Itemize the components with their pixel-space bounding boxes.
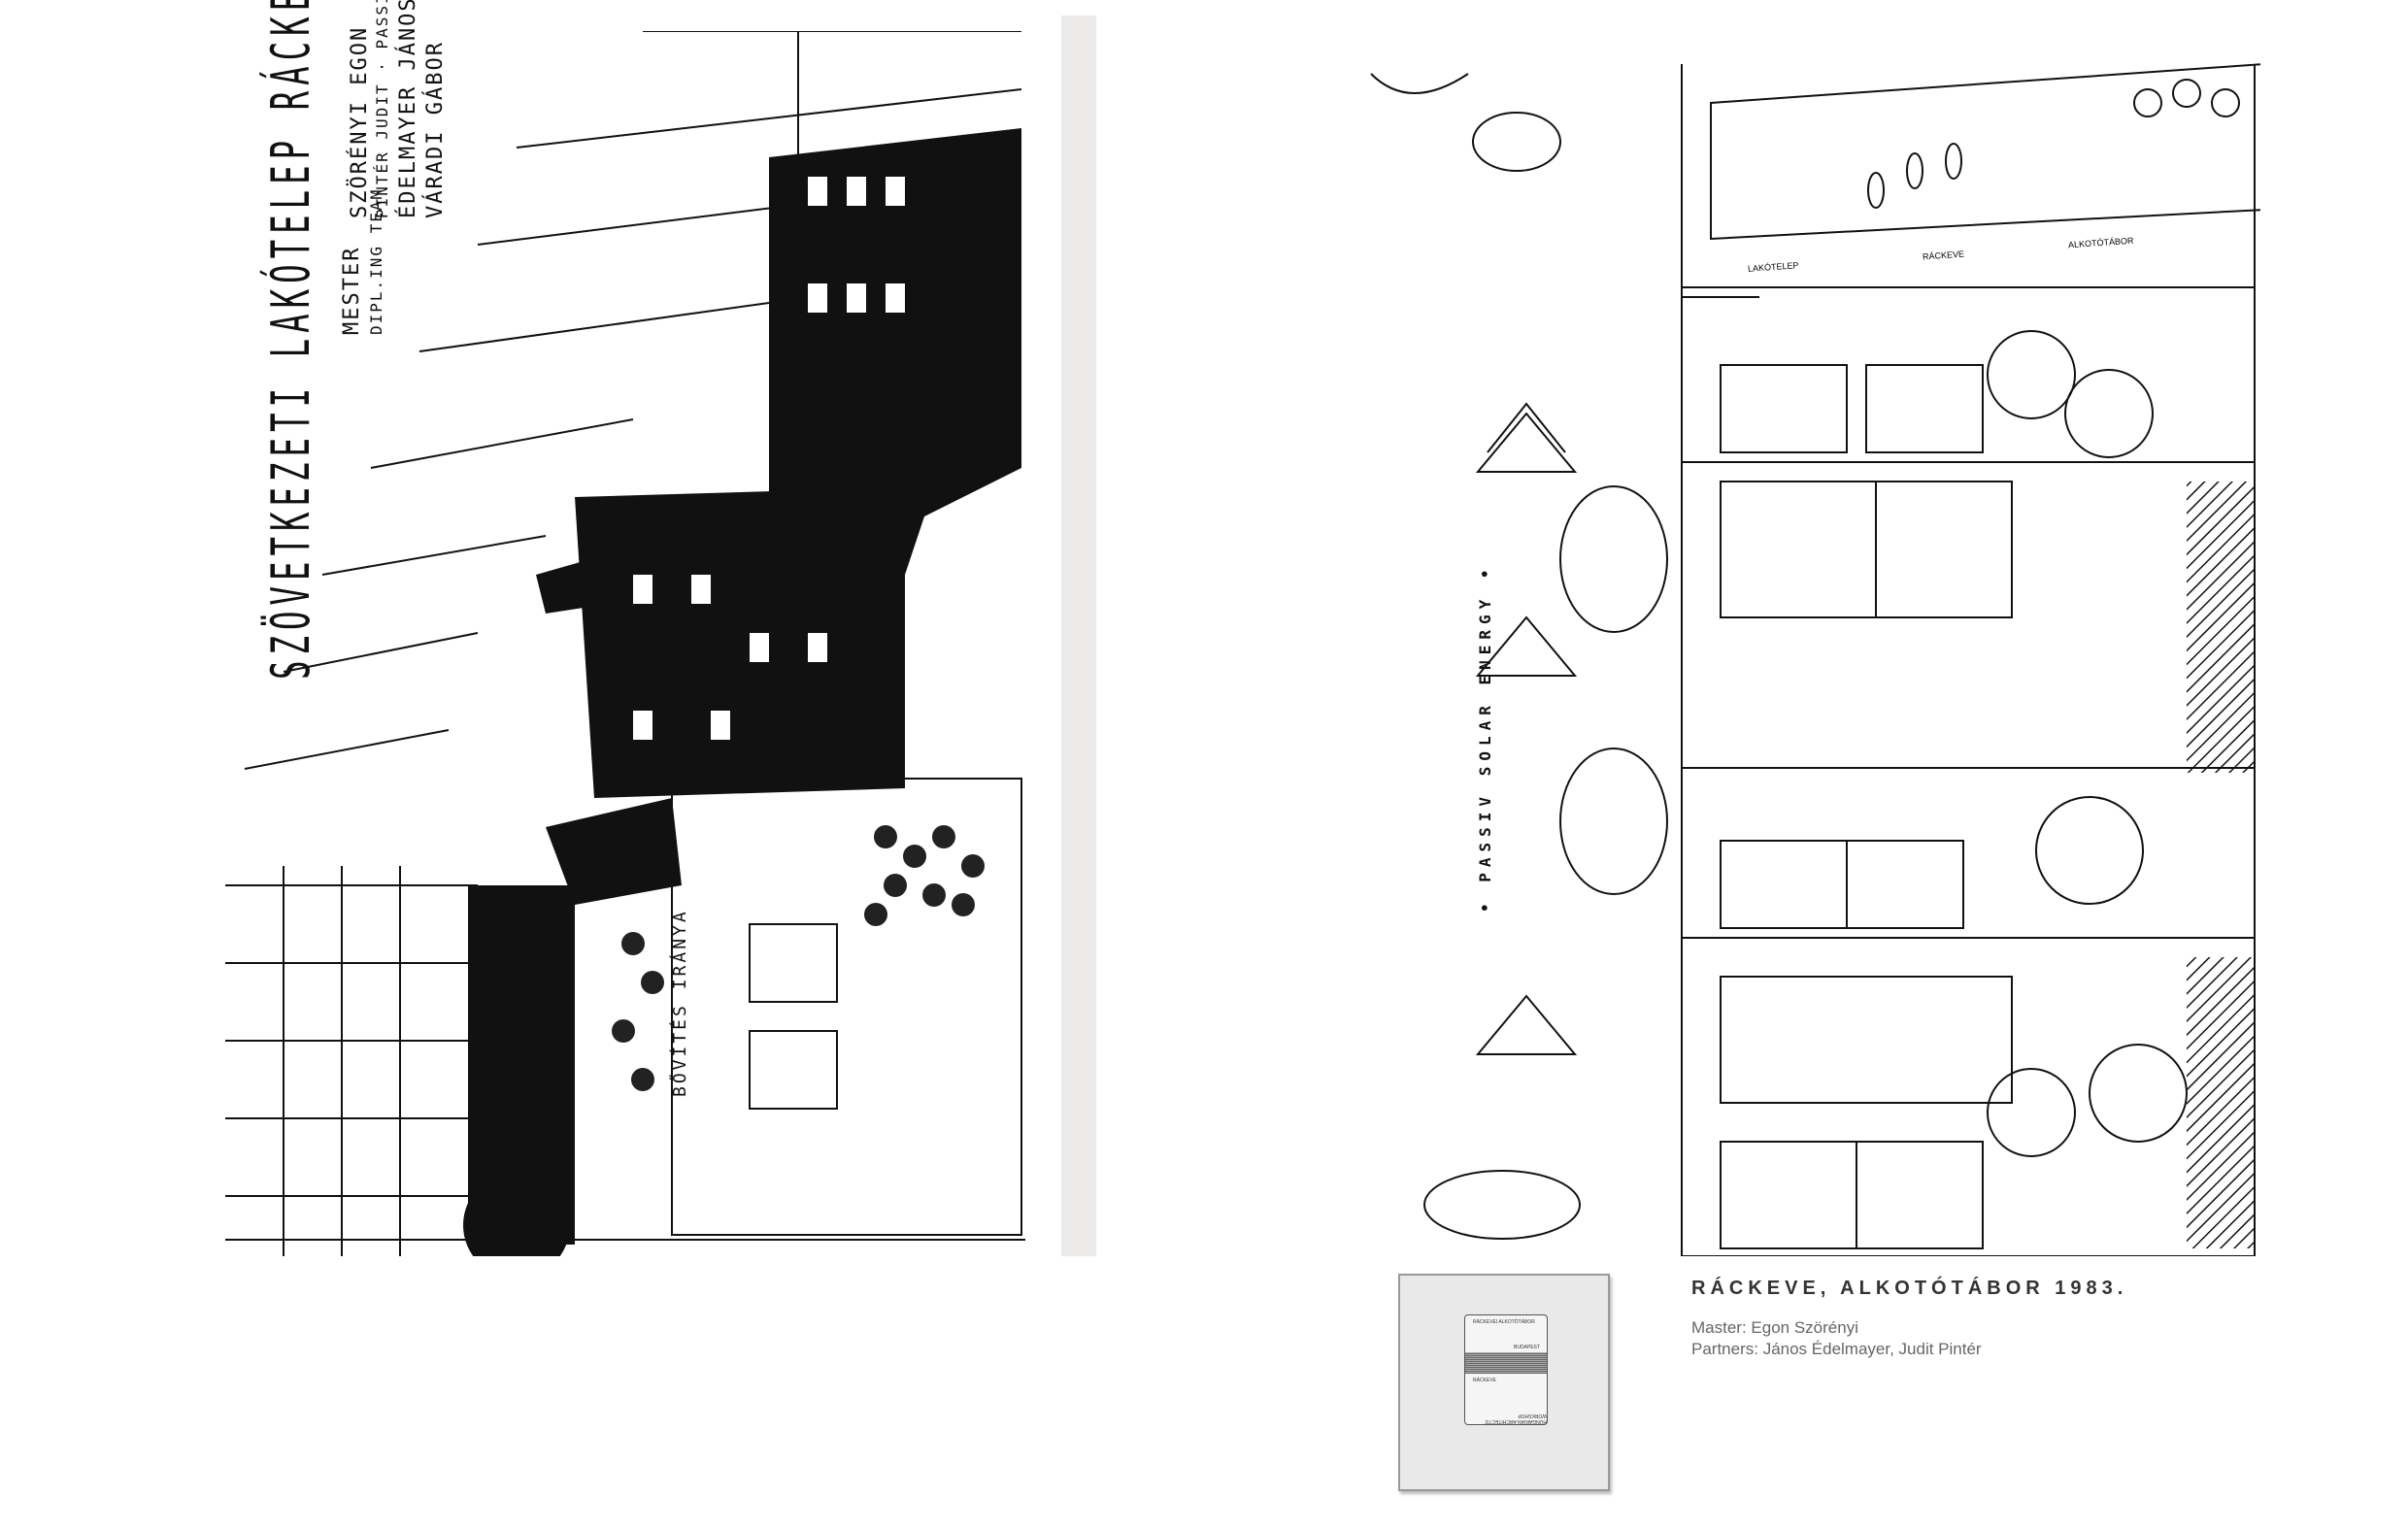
credit-mester-label: MESTER [340,246,364,335]
site-plan-graphic [225,30,1025,1279]
credit-team-member: VÁRADI GÁBOR [423,41,448,218]
caption-partners: Partners: János Édelmayer, Judit Pintér [1691,1340,1982,1358]
book-mid-label: BUDAPEST [1514,1345,1540,1350]
credit-team-member: ÉDELMAYER JÁNOS [396,0,420,218]
site-plan-drawing [225,30,1025,1279]
caption-title: RÁCKEVE, ALKOTÓTÁBOR 1983. [1691,1278,2128,1299]
caption-master: Master: Egon Szörényi [1691,1318,1858,1337]
expansion-annotation: BŐVÍTÉS IRÁNYA [670,909,690,1097]
book-bottom-label: HUNGARIAN ARCHITECTS' WORKSHOP [1484,1413,1547,1424]
plan-title: SZÖVETKEZETI LAKÓTELEP RÁCKEVE 1983 [260,0,321,680]
page-gutter [1061,16,1096,1256]
book-pattern-band [1465,1352,1547,1374]
book-cover-image: RÁCKEVEI ALKOTÓTÁBOR BUDAPEST RÁCKEVE HU… [1398,1274,1610,1491]
book-lower-label: RÁCKEVE [1473,1378,1496,1383]
section-drawing [1352,16,2265,1257]
passive-solar-label: • PASSIV SOLAR ENERGY • [1476,563,1494,913]
credit-mester-name: SZÖRÉNYI EGON [348,25,372,218]
book-cover-panel: RÁCKEVEI ALKOTÓTÁBOR BUDAPEST RÁCKEVE HU… [1464,1314,1548,1425]
credit-team-member: PINTÉR JUDIT · PASSIV SOLAR ENERGY [373,0,391,218]
book-top-label: RÁCKEVEI ALKOTÓTÁBOR [1473,1319,1535,1325]
